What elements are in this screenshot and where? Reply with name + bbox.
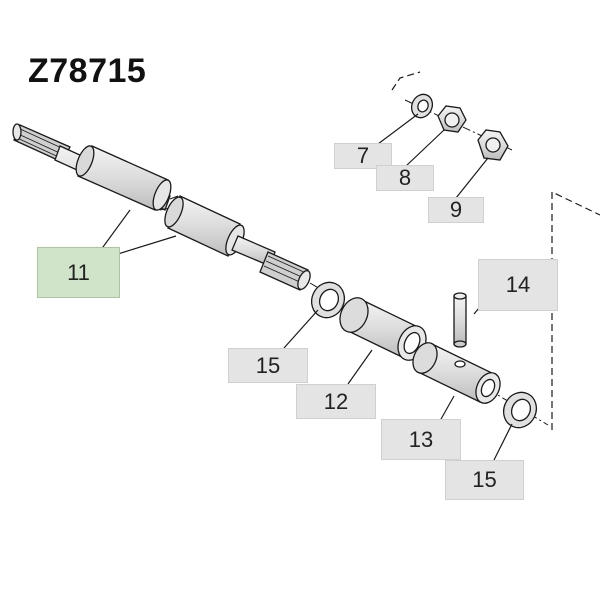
leader-12 [347, 349, 373, 385]
callout-14: 14 [478, 259, 558, 311]
callout-12: 12 [296, 384, 376, 419]
callout-8: 8 [376, 165, 434, 191]
callout-15-right: 15 [445, 460, 524, 500]
shaft-sleeve-right [164, 195, 245, 257]
shaft-assembly [12, 123, 311, 291]
callout-11: 11 [37, 247, 120, 298]
leader-8 [405, 129, 445, 167]
shaft-spline-right [259, 251, 311, 291]
nut-8 [437, 105, 467, 133]
nut-9 [477, 129, 509, 161]
callout-7: 7 [334, 143, 392, 169]
leader-15a [283, 309, 319, 349]
washer-7 [410, 93, 434, 119]
washer-15-right [502, 391, 538, 429]
callout-9: 9 [428, 197, 484, 223]
shaft-sleeve-left [75, 145, 172, 211]
callout-15-left: 15 [228, 348, 308, 383]
leader-15b [493, 423, 513, 461]
frame-dashed-lines [391, 71, 600, 430]
bushing-12 [339, 297, 427, 361]
callout-13: 13 [381, 419, 461, 460]
washer-15-left [310, 281, 346, 319]
collar-13 [412, 342, 501, 404]
leader-9 [455, 157, 489, 199]
part-code-title: Z78715 [28, 52, 147, 90]
leader-7 [377, 113, 419, 145]
pin-14 [453, 292, 467, 348]
